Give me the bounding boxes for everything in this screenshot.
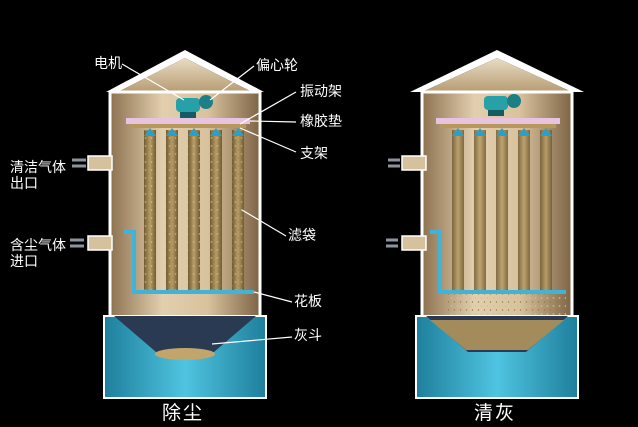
caption-left-dust-removal: 除尘: [162, 402, 205, 424]
label-rubber-pad: 橡胶垫: [300, 114, 342, 130]
leader-filter-bag: [241, 209, 287, 237]
leader-eccentric-wheel: [209, 65, 255, 101]
left-unit-dust-removal: [87, 50, 267, 399]
right-vibration-frame: [440, 124, 556, 128]
gas-flow-arrows: [70, 158, 400, 248]
right-filter-bags: [452, 128, 552, 290]
left-roof: [118, 58, 252, 92]
left-vibration-frame: [130, 124, 246, 128]
right-motor-icon: [484, 94, 521, 116]
left-clean-gas-outlet-pipe: [87, 155, 113, 171]
leader-lines: [121, 63, 297, 345]
caption-right-ash-cleaning: 清灰: [474, 402, 517, 424]
left-ash-pile: [155, 348, 215, 360]
right-dusty-gas-inlet-pipe: [401, 235, 427, 251]
label-bracket: 支架: [300, 146, 328, 162]
label-ash-hopper: 灰斗: [294, 328, 322, 344]
leader-rubber-pad: [249, 120, 297, 123]
label-filter-bag: 滤袋: [288, 228, 316, 244]
right-ash-pile: [430, 320, 564, 350]
right-tube-sheet: [430, 230, 566, 294]
left-roof-trim: [106, 50, 264, 92]
label-clean-gas-outlet: 清洁气体 出口: [10, 160, 66, 192]
right-unit-ash-cleaning: [401, 50, 584, 399]
leader-ash-hopper: [211, 336, 293, 345]
leader-vibration-frame: [239, 91, 297, 125]
label-eccentric-wheel: 偏心轮: [256, 58, 298, 74]
right-rubber-pad: [436, 118, 560, 124]
leader-tube-sheet: [253, 291, 293, 303]
left-dusty-gas-inlet-pipe: [87, 235, 113, 251]
leader-motor: [121, 63, 185, 101]
label-tube-sheet: 花板: [294, 294, 322, 310]
label-dusty-gas-inlet: 含尘气体 进口: [10, 238, 66, 270]
left-rubber-pad: [126, 118, 250, 124]
label-vibration-frame: 振动架: [300, 84, 342, 100]
right-roof: [422, 58, 572, 92]
left-motor-icon: [176, 95, 213, 118]
right-clean-gas-outlet-pipe: [401, 155, 427, 171]
left-filter-bags: [144, 128, 244, 290]
left-tube-sheet: [124, 230, 254, 294]
leader-bracket: [239, 127, 297, 153]
right-roof-trim: [410, 50, 584, 92]
label-motor: 电机: [94, 56, 122, 72]
